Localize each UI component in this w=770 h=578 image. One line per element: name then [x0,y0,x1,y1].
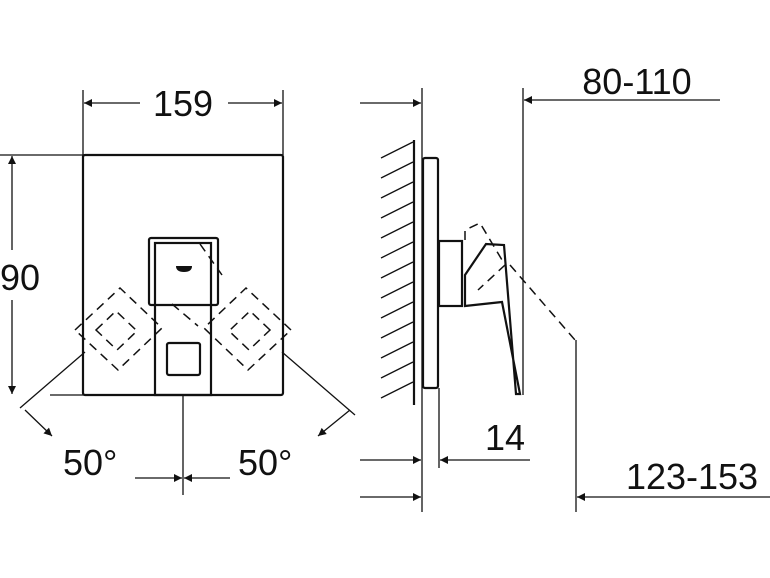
wall-range-label: 123-153 [626,456,758,497]
side-view: 80-110 14 123-153 [360,61,770,512]
lever-housing [147,236,220,307]
projection-label: 80-110 [582,61,691,102]
angle-left-label: 50° [63,442,117,483]
lever-rotated-left [73,286,164,372]
lever-rotated-right [202,286,293,372]
cover-plate [81,153,285,397]
lever-handle [153,241,213,397]
width-label: 159 [153,83,213,124]
plate-depth-label: 14 [485,417,525,458]
height-label: 90 [0,257,40,298]
side-lever [463,242,522,396]
side-body [437,239,464,308]
front-view: 159 90 50° 50° [0,83,356,495]
angle-right-label: 50° [238,442,292,483]
wall-hatch [380,141,414,399]
side-plate [421,156,440,390]
lever-square [165,341,202,377]
